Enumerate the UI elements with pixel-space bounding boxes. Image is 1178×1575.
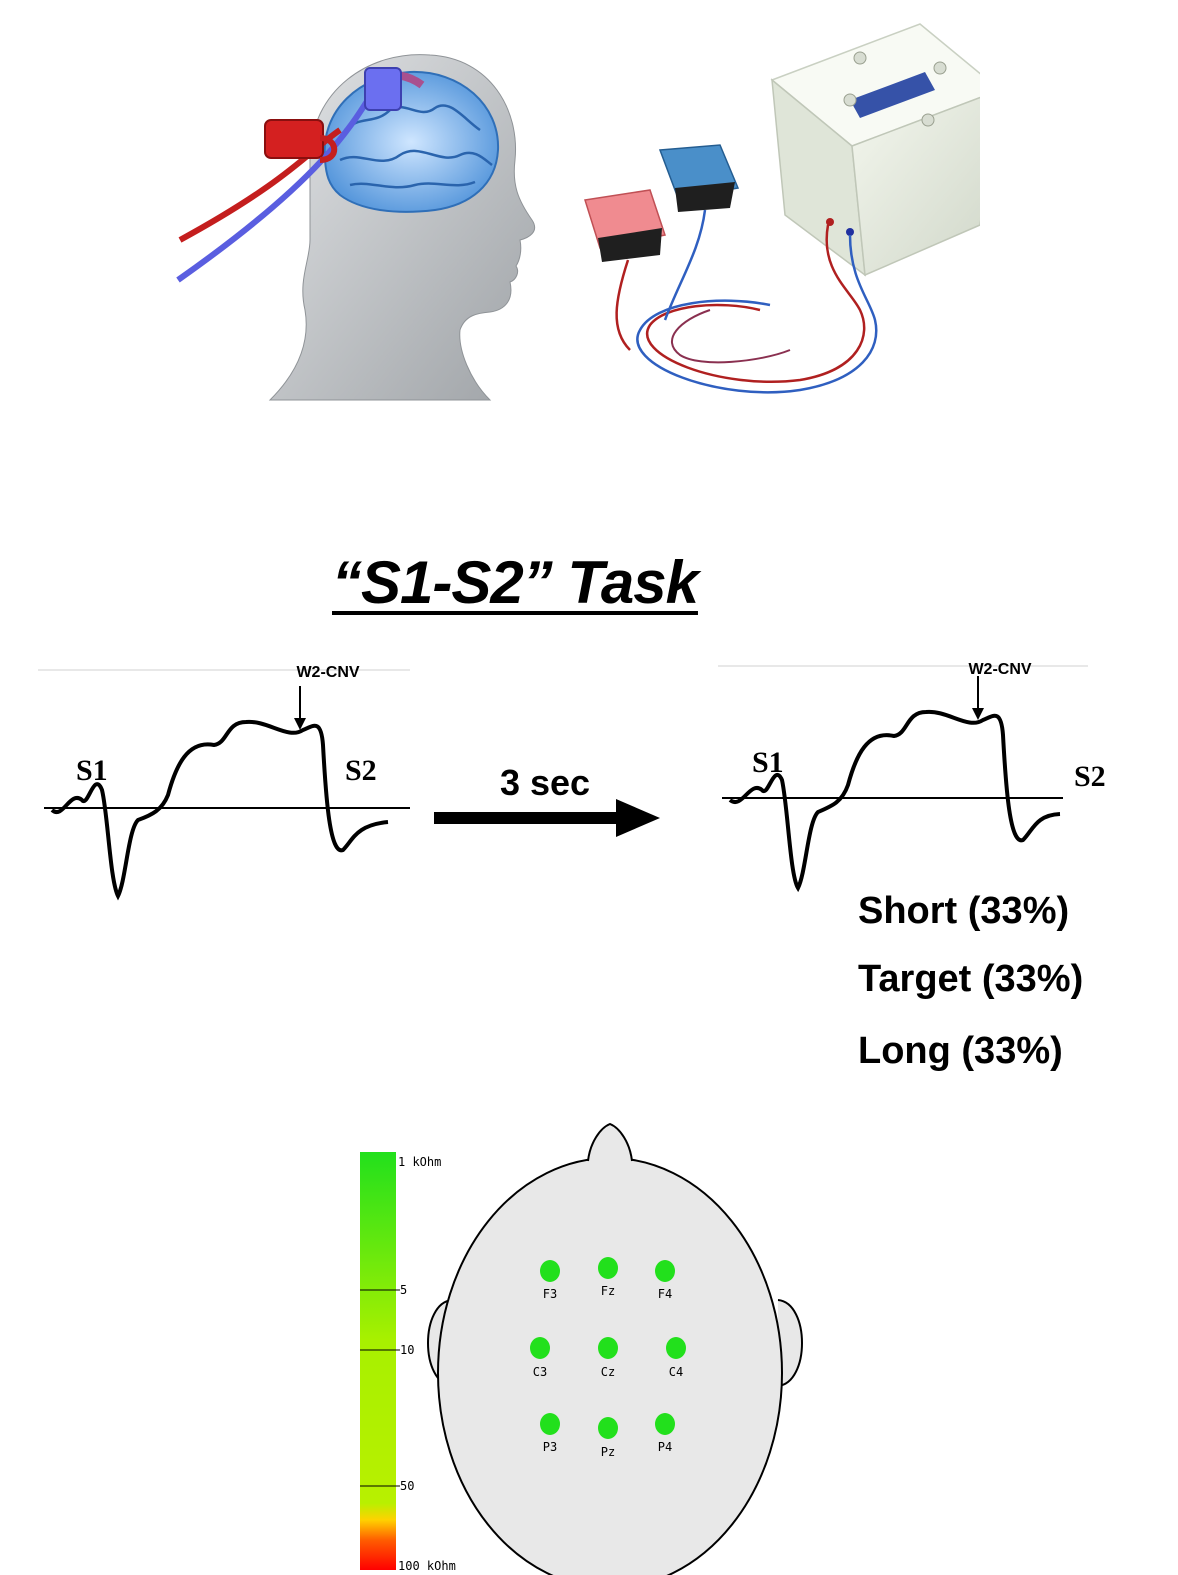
arrow-right-icon	[616, 799, 660, 837]
waveform-left: W2-CNV S1 S2	[38, 650, 418, 920]
stimulator-device	[636, 23, 980, 394]
electrode-Fz	[598, 1257, 618, 1279]
impedance-gradient-bar	[360, 1152, 396, 1570]
anode-pad	[264, 119, 324, 159]
impedance-scale-svg: 1 kOhm 5 10 50 100 kOhm	[360, 1152, 456, 1573]
tdcs-illustration-svg	[176, 23, 980, 401]
electrode-label-C3: C3	[533, 1365, 547, 1379]
electrode-head-map: F3 Fz F4 C3 Cz C4 P3 Pz P4	[400, 1118, 820, 1575]
electrode-P4	[655, 1413, 675, 1435]
electrode-Cz	[598, 1337, 618, 1359]
electrode-head-map-svg: F3 Fz F4 C3 Cz C4 P3 Pz P4	[427, 1122, 803, 1575]
cnv-waveform	[728, 709, 1061, 893]
interval-arrow-svg: 3 sec	[434, 762, 660, 837]
waveform-right-svg: W2-CNV S1 S2	[718, 661, 1106, 893]
arrow-down-icon	[972, 708, 984, 720]
electrode-label-P4: P4	[658, 1440, 672, 1454]
electrode-label-P3: P3	[543, 1440, 557, 1454]
waveform-right: W2-CNV S1 S2	[718, 650, 1118, 900]
electrode-P3	[540, 1413, 560, 1435]
electrode-label-F3: F3	[543, 1287, 557, 1301]
device-display	[850, 72, 935, 118]
scale-label-5: 5	[400, 1283, 407, 1297]
interval-label: 3 sec	[500, 762, 590, 803]
cathode-sponge	[658, 144, 740, 321]
scale-label-top: 1 kOhm	[398, 1155, 441, 1169]
peak-label: W2-CNV	[296, 664, 359, 681]
electrode-label-Pz: Pz	[601, 1445, 615, 1459]
arrow-down-icon	[294, 718, 306, 730]
electrode-label-C4: C4	[669, 1365, 683, 1379]
human-head-illustration	[176, 54, 536, 401]
tdcs-illustration	[160, 10, 980, 420]
s2-label: S2	[1074, 760, 1106, 793]
electrode-label-Cz: Cz	[601, 1365, 615, 1379]
electrode-F4	[655, 1260, 675, 1282]
waveform-left-svg: W2-CNV S1 S2	[38, 664, 410, 901]
scale-label-bottom: 100 kOhm	[398, 1559, 456, 1573]
electrode-C4	[666, 1337, 686, 1359]
electrode-F3	[540, 1260, 560, 1282]
scale-label-50: 50	[400, 1479, 414, 1493]
task-title: “S1-S2” Task	[332, 549, 699, 616]
right-ear	[777, 1299, 803, 1387]
impedance-scale: 1 kOhm 5 10 50 100 kOhm	[356, 1148, 456, 1575]
s2-label: S2	[345, 754, 377, 787]
scale-label-10: 10	[400, 1343, 414, 1357]
cnv-waveform	[50, 719, 389, 901]
electrode-label-Fz: Fz	[601, 1284, 615, 1298]
cathode-pad	[364, 67, 402, 111]
electrode-Pz	[598, 1417, 618, 1439]
interval-arrow: 3 sec	[430, 755, 670, 845]
probability-long: Long (33%)	[858, 1030, 1063, 1072]
s1-label: S1	[76, 754, 108, 787]
probability-short: Short (33%)	[858, 890, 1070, 932]
probability-target: Target (33%)	[858, 958, 1084, 1000]
s1-label: S1	[752, 746, 784, 779]
anode-sponge	[584, 189, 666, 351]
nose	[587, 1122, 633, 1162]
electrode-label-F4: F4	[658, 1287, 672, 1301]
electrode-C3	[530, 1337, 550, 1359]
peak-label: W2-CNV	[968, 661, 1031, 678]
